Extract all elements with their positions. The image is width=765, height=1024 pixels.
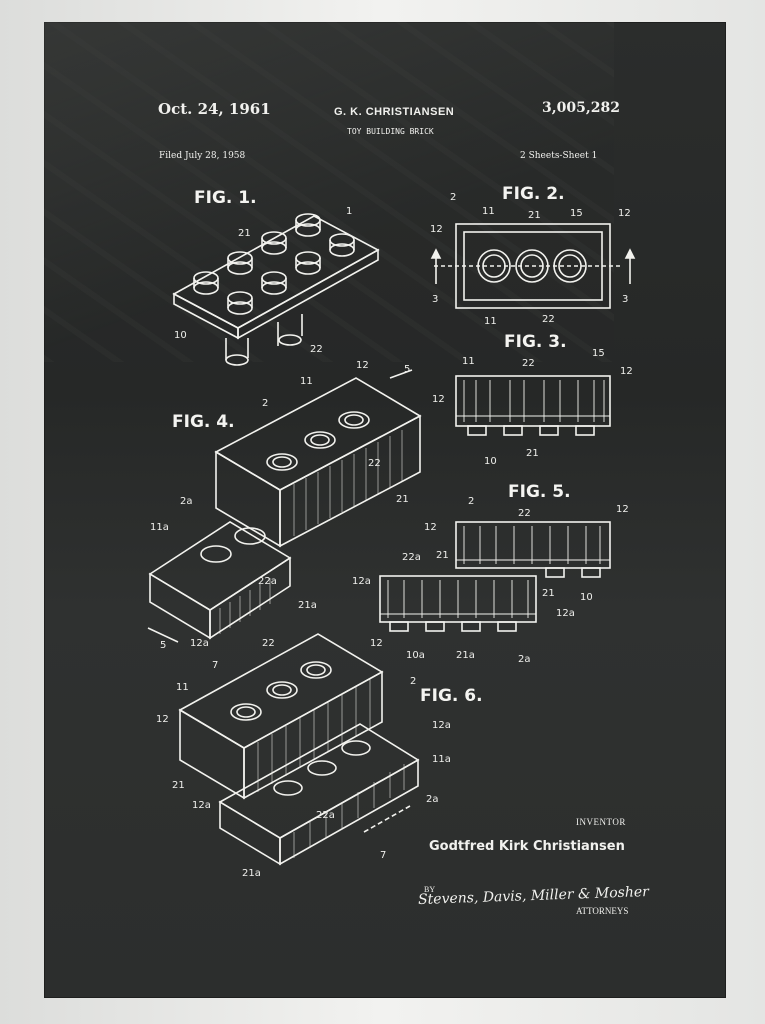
inventor-label: INVENTOR bbox=[576, 817, 626, 827]
svg-text:22a: 22a bbox=[258, 576, 277, 587]
svg-text:21a: 21a bbox=[298, 600, 317, 611]
svg-text:2: 2 bbox=[468, 496, 474, 507]
svg-text:12: 12 bbox=[156, 714, 169, 725]
svg-text:21a: 21a bbox=[456, 650, 475, 661]
svg-text:12a: 12a bbox=[190, 638, 209, 649]
fig-1-label: FIG. 1. bbox=[194, 188, 257, 208]
glass-reflection bbox=[44, 22, 614, 362]
svg-text:22: 22 bbox=[310, 344, 323, 355]
patent-poster: Oct. 24, 1961 G. K. CHRISTIANSEN 3,005,2… bbox=[44, 22, 726, 998]
svg-text:11: 11 bbox=[300, 376, 313, 387]
svg-text:12: 12 bbox=[356, 360, 369, 371]
svg-text:15: 15 bbox=[570, 208, 583, 219]
svg-text:22: 22 bbox=[518, 508, 531, 519]
svg-text:11: 11 bbox=[462, 356, 475, 367]
svg-text:12a: 12a bbox=[556, 608, 575, 619]
patent-number: 3,005,282 bbox=[542, 100, 620, 116]
svg-text:21: 21 bbox=[542, 588, 555, 599]
svg-text:10a: 10a bbox=[406, 650, 425, 661]
svg-text:2: 2 bbox=[410, 676, 416, 687]
svg-text:12a: 12a bbox=[352, 576, 371, 587]
fig-5-section-drawing bbox=[379, 521, 611, 632]
patent-sheets: 2 Sheets-Sheet 1 bbox=[520, 151, 598, 161]
svg-text:1: 1 bbox=[346, 206, 352, 217]
attorneys-label: ATTORNEYS bbox=[576, 906, 629, 916]
svg-text:10: 10 bbox=[174, 330, 187, 341]
svg-text:22: 22 bbox=[522, 358, 535, 369]
fig-4-label: FIG. 4. bbox=[172, 412, 235, 432]
svg-text:12: 12 bbox=[616, 504, 629, 515]
svg-text:7: 7 bbox=[380, 850, 386, 861]
svg-text:7: 7 bbox=[212, 660, 218, 671]
svg-text:11: 11 bbox=[176, 682, 189, 693]
svg-text:11: 11 bbox=[482, 206, 495, 217]
svg-text:11: 11 bbox=[484, 316, 497, 327]
svg-text:11a: 11a bbox=[432, 754, 451, 765]
svg-text:21: 21 bbox=[528, 210, 541, 221]
svg-text:21: 21 bbox=[396, 494, 409, 505]
svg-text:12: 12 bbox=[432, 394, 445, 405]
svg-text:22a: 22a bbox=[402, 552, 421, 563]
fig-3-label: FIG. 3. bbox=[504, 332, 567, 352]
svg-text:2a: 2a bbox=[180, 496, 193, 507]
fig-2-top-view-drawing bbox=[430, 223, 636, 309]
svg-text:22: 22 bbox=[262, 638, 275, 649]
svg-text:12: 12 bbox=[424, 522, 437, 533]
fig-6-exploded-bricks-drawing bbox=[178, 633, 420, 866]
svg-text:21: 21 bbox=[526, 448, 539, 459]
svg-text:2a: 2a bbox=[426, 794, 439, 805]
svg-text:2a: 2a bbox=[518, 654, 531, 665]
patent-drawings: 1 21 10 22 2 11 21 15 12 12 3 3 11 22 11… bbox=[147, 192, 636, 879]
fig-2-label: FIG. 2. bbox=[502, 184, 565, 204]
svg-text:12a: 12a bbox=[192, 800, 211, 811]
svg-text:5: 5 bbox=[160, 640, 166, 651]
patent-date: Oct. 24, 1961 bbox=[158, 100, 271, 118]
svg-text:12a: 12a bbox=[432, 720, 451, 731]
svg-text:3: 3 bbox=[622, 294, 628, 305]
svg-text:12: 12 bbox=[620, 366, 633, 377]
svg-text:22: 22 bbox=[368, 458, 381, 469]
svg-text:12: 12 bbox=[430, 224, 443, 235]
svg-text:21a: 21a bbox=[242, 868, 261, 879]
fig-6-label: FIG. 6. bbox=[420, 686, 483, 706]
reference-numerals: 1 21 10 22 2 11 21 15 12 12 3 3 11 22 11… bbox=[150, 192, 633, 879]
patent-inventor-header: G. K. CHRISTIANSEN bbox=[334, 106, 455, 118]
patent-filed-date: Filed July 28, 1958 bbox=[159, 151, 246, 161]
svg-text:10: 10 bbox=[580, 592, 593, 603]
svg-text:22a: 22a bbox=[316, 810, 335, 821]
fig-1-plate-drawing bbox=[172, 213, 380, 366]
svg-text:12: 12 bbox=[370, 638, 383, 649]
fig-3-section-drawing bbox=[455, 375, 611, 436]
svg-text:5: 5 bbox=[404, 364, 410, 375]
svg-text:11a: 11a bbox=[150, 522, 169, 533]
patent-title: TOY BUILDING BRICK bbox=[347, 127, 434, 136]
svg-text:2: 2 bbox=[262, 398, 268, 409]
svg-text:21: 21 bbox=[238, 228, 251, 239]
svg-text:2: 2 bbox=[450, 192, 456, 203]
svg-text:10: 10 bbox=[484, 456, 497, 467]
fig-4-stacked-bricks-drawing bbox=[147, 369, 422, 643]
svg-text:15: 15 bbox=[592, 348, 605, 359]
svg-text:12: 12 bbox=[618, 208, 631, 219]
by-label: BY bbox=[424, 885, 436, 894]
svg-text:22: 22 bbox=[542, 314, 555, 325]
svg-text:21: 21 bbox=[436, 550, 449, 561]
fig-5-label: FIG. 5. bbox=[508, 482, 571, 502]
svg-text:21: 21 bbox=[172, 780, 185, 791]
svg-text:3: 3 bbox=[432, 294, 438, 305]
inventor-name: Godtfred Kirk Christiansen bbox=[429, 839, 625, 854]
